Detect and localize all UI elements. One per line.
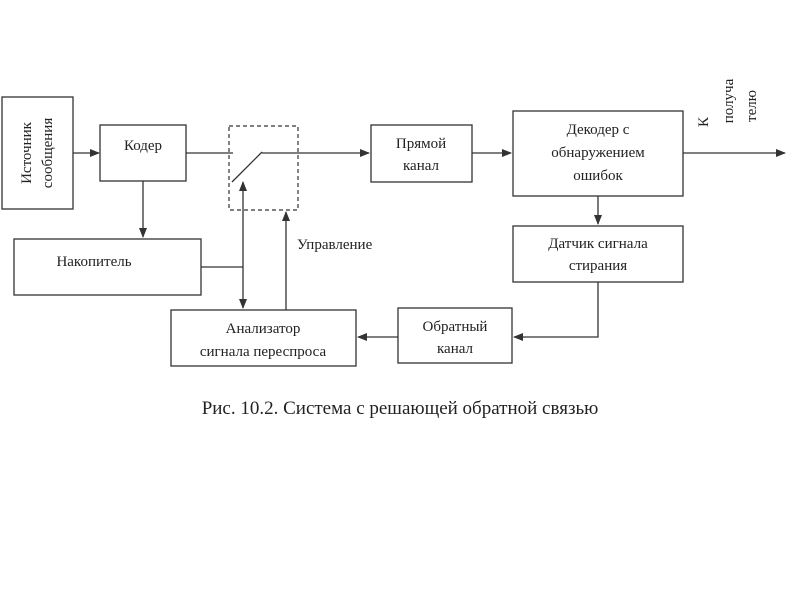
reverse-channel-line2: канал <box>437 341 474 357</box>
source-label-line1: Источник <box>19 121 35 184</box>
erasure-sensor-line1: Датчик сигнала <box>548 236 648 252</box>
control-label: Управление <box>297 237 373 253</box>
erasure-sensor-block: Датчик сигнала стирания <box>512 225 684 283</box>
to-receiver-line3: телю <box>744 90 760 122</box>
switch-block <box>228 125 299 211</box>
reverse-channel-block: Обратный канал <box>397 307 513 364</box>
coder-block: Кодер <box>99 124 187 182</box>
accumulator-label: Накопитель <box>56 254 131 270</box>
connections <box>73 149 786 341</box>
to-receiver-line1: К <box>696 116 712 127</box>
analyzer-block: Анализатор сигнала переспроса <box>170 309 357 367</box>
arrow-sensor-to-reverse-channel <box>513 282 599 341</box>
to-receiver-label: К получа телю <box>696 78 760 127</box>
erasure-sensor-line2: стирания <box>569 258 627 274</box>
source-block: Источник сообщения <box>1 96 74 210</box>
direct-channel-block: Прямой канал <box>370 124 473 183</box>
decoder-line1: Декодер с <box>567 122 630 138</box>
reverse-channel-line1: Обратный <box>423 319 488 335</box>
source-label-line2: сообщения <box>40 118 56 189</box>
analyzer-line1: Анализатор <box>226 321 301 337</box>
coder-label: Кодер <box>124 138 162 154</box>
decoder-line2: обнаружением <box>551 145 645 161</box>
to-receiver-line2: получа <box>721 78 737 123</box>
accumulator-block: Накопитель <box>13 238 202 296</box>
decoder-line3: ошибок <box>573 168 623 184</box>
analyzer-line2: сигнала переспроса <box>200 344 327 360</box>
decoder-block: Декодер с обнаружением ошибок <box>512 110 684 197</box>
direct-channel-line1: Прямой <box>396 136 446 152</box>
direct-channel-line2: канал <box>403 158 440 174</box>
figure-caption: Рис. 10.2. Система с решающей обратной с… <box>202 398 599 419</box>
